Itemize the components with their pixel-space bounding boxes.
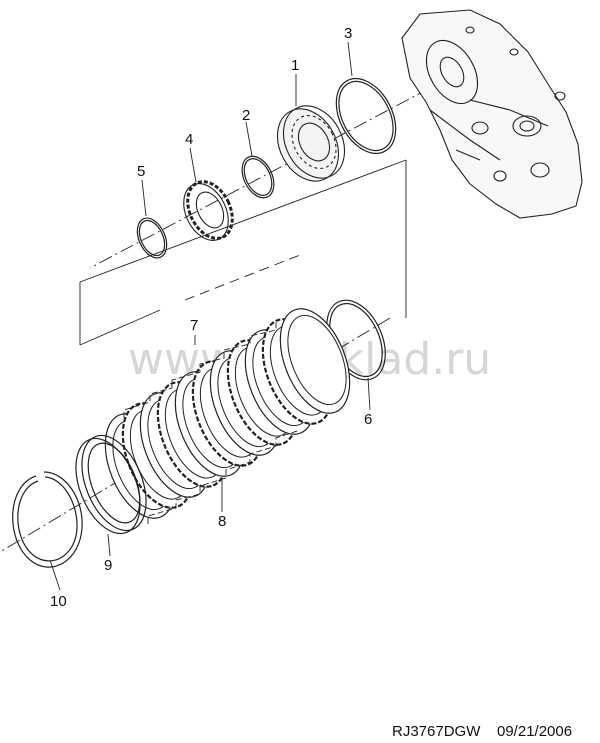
callout-4: 4	[185, 131, 193, 148]
callout-brackets	[123, 322, 301, 524]
callout-9: 9	[104, 557, 112, 574]
part-5-snap-ring	[136, 217, 168, 259]
part-10-snap-ring	[12, 471, 83, 568]
clutch-plate	[279, 308, 351, 414]
callout-7: 7	[190, 317, 198, 334]
drawing-date: 09/21/2006	[497, 723, 572, 740]
callout-3: 3	[344, 25, 352, 42]
callout-10: 10	[50, 593, 67, 610]
callout-5: 5	[137, 163, 145, 180]
drawing-id: RJ3767DGW	[392, 723, 481, 740]
callout-6: 6	[364, 411, 372, 428]
part-4-spring-retainer	[183, 180, 234, 241]
part-9-pressure-plate	[75, 434, 147, 535]
group-boundary-lines	[79, 159, 407, 346]
leader-lines	[49, 41, 371, 591]
part-2-ring	[241, 155, 275, 199]
callout-1: 1	[291, 57, 299, 74]
part-1-piston	[276, 105, 346, 182]
transmission-case	[401, 9, 583, 219]
part-3-ring	[335, 78, 397, 154]
callout-2: 2	[242, 107, 250, 124]
callout-8: 8	[218, 513, 226, 530]
clutch-plate-stack	[104, 308, 351, 519]
